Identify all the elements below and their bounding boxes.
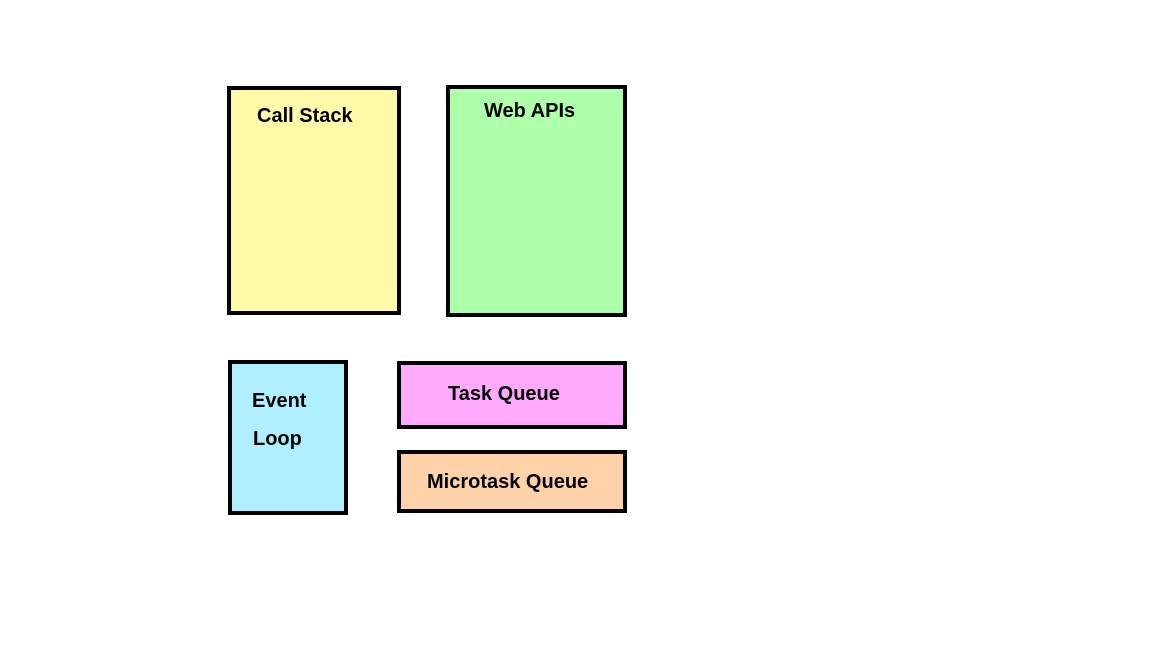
event-loop-box: Event Loop bbox=[228, 360, 348, 515]
web-apis-label: Web APIs bbox=[484, 100, 576, 122]
event-loop-label-line-1: Event bbox=[252, 390, 307, 412]
task-queue-label: Task Queue bbox=[448, 383, 560, 405]
task-queue-box: Task Queue bbox=[397, 361, 627, 429]
event-loop-label-line-2: Loop bbox=[253, 428, 302, 450]
web-apis-box: Web APIs bbox=[446, 85, 627, 317]
call-stack-label: Call Stack bbox=[257, 105, 353, 127]
microtask-queue-box: Microtask Queue bbox=[397, 450, 627, 513]
call-stack-box: Call Stack bbox=[227, 86, 401, 315]
microtask-queue-label: Microtask Queue bbox=[427, 471, 589, 493]
